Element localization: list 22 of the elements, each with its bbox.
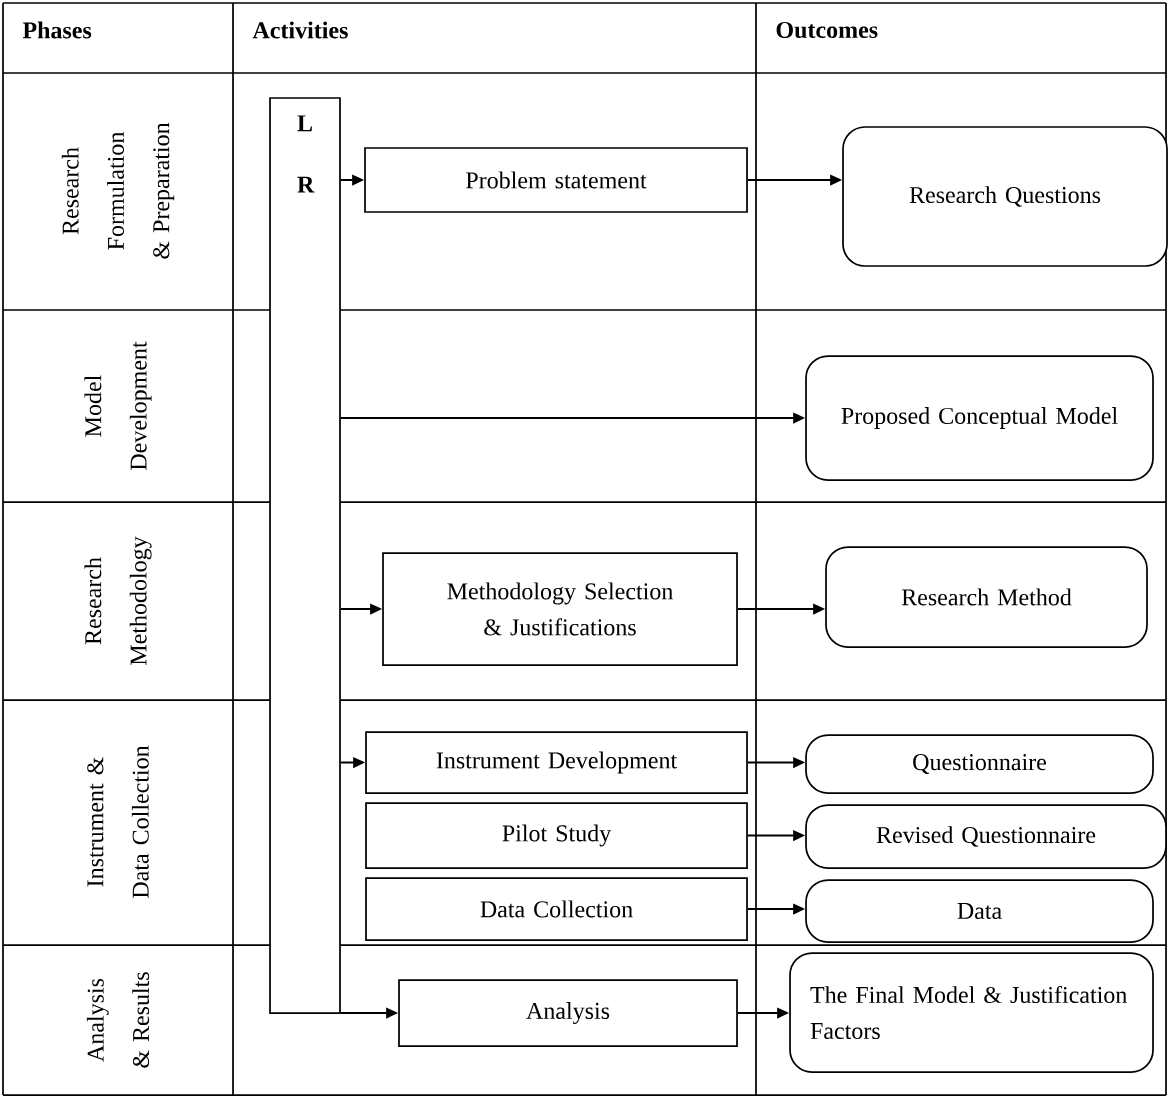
process-box: Data Collection [365,877,748,941]
outcome-box: Research Questions [842,126,1168,267]
phase-label: Model Development [84,341,152,470]
outcome-box: Data [805,879,1154,943]
phase-label: Instrument & Data Collection [87,745,149,898]
outcome-box: Questionnaire [805,734,1154,794]
outcome-box: Proposed Conceptual Model [805,355,1154,481]
column-header: Activities [252,21,348,39]
column-header: Phases [22,21,92,39]
process-box: Instrument Development [365,731,748,794]
side-bar: L R [269,97,341,1014]
process-box: Pilot Study [365,802,748,869]
phase-label: Analysis & Results [86,972,150,1068]
outcome-box: The Final Model & Justification Factors [789,952,1154,1073]
outcome-box: Revised Questionnaire [805,804,1167,869]
process-box: Methodology Selection & Justifications [382,552,738,666]
column-header: Outcomes [776,21,878,39]
process-box: Analysis [398,979,738,1047]
outcome-box: Research Method [825,546,1148,648]
process-box: Problem statement [364,147,748,213]
phase-label: Research Formulation & Preparation [61,122,175,259]
phase-label: Research Methodology [84,536,152,665]
